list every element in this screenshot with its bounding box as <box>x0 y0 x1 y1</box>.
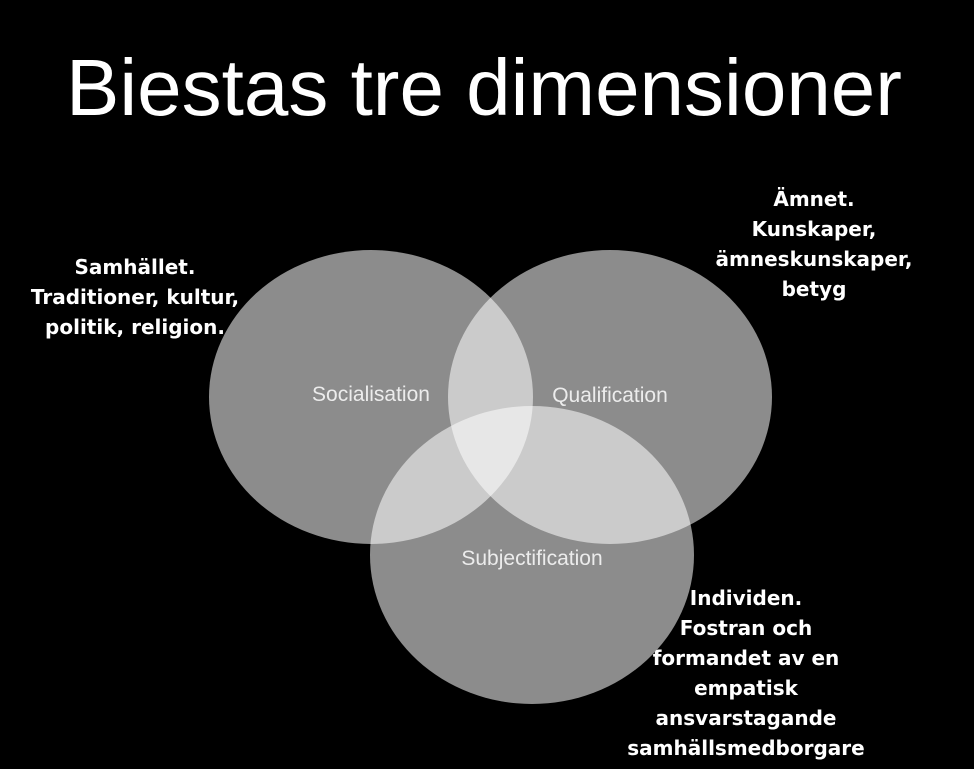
subject-note-line: Ämnet. <box>773 187 855 211</box>
society-note-line: politik, religion. <box>45 315 225 339</box>
individual-note-line: ansvarstagande <box>655 706 837 730</box>
subject-note: Ämnet. Kunskaper, ämneskunskaper, betyg <box>704 184 924 304</box>
individual-note-line: empatisk <box>694 676 798 700</box>
qualification-label: Qualification <box>552 384 668 407</box>
individual-note-line: samhällsmedborgare <box>627 736 865 760</box>
subjectification-label: Subjectification <box>461 547 602 570</box>
socialisation-label: Socialisation <box>312 383 430 406</box>
subject-note-line: Kunskaper, <box>751 217 877 241</box>
individual-note: Individen. Fostran och formandet av en e… <box>614 583 878 763</box>
individual-note-line: Fostran och <box>679 616 813 640</box>
venn-circles <box>209 250 772 704</box>
subject-note-line: ämneskunskaper, <box>715 247 913 271</box>
individual-note-line: formandet av en <box>652 646 840 670</box>
society-note-line: Traditioner, kultur, <box>30 285 240 309</box>
individual-note-line: Individen. <box>689 586 803 610</box>
society-note: Samhället. Traditioner, kultur, politik,… <box>20 252 250 342</box>
subjectification-circle <box>370 406 694 704</box>
subject-note-line: betyg <box>781 277 847 301</box>
society-note-line: Samhället. <box>74 255 196 279</box>
page-title: Biestas tre dimensioner <box>66 43 902 132</box>
